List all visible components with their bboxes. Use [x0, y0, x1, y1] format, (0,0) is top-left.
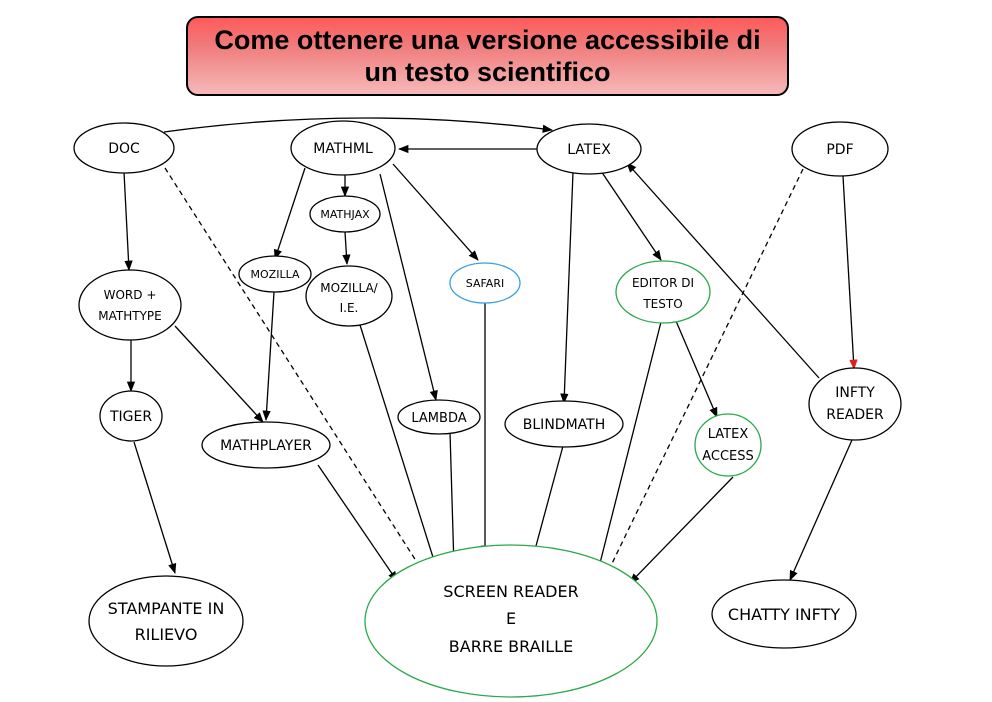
edge-mathml-mozilla: [273, 167, 306, 260]
node-mozilla-ie-line2: I.E.: [340, 301, 359, 315]
edge-blindmath-screenreader: [531, 445, 564, 559]
edge-doc-latex: [163, 117, 554, 133]
edge-doc-screenreader-dashed: [164, 167, 428, 579]
node-mozilla-ie-line1: MOZILLA/: [320, 281, 378, 295]
node-blindmath: BLINDMATH: [504, 400, 624, 448]
edge-latex-blindmath: [560, 171, 574, 405]
node-chatty-infty: CHATTY INFTY: [711, 579, 857, 649]
node-mathml-label: MATHML: [313, 141, 373, 157]
node-infty-reader-line1: INFTY: [835, 385, 875, 401]
node-mathplayer: MATHPLAYER: [201, 421, 331, 469]
node-doc: DOC: [73, 122, 175, 174]
node-infty-reader-line2: READER: [826, 407, 884, 423]
node-latex-access-line1: LATEX: [708, 427, 749, 442]
edge-pdf-screenreader-dashed: [603, 168, 804, 581]
node-editor-line2: TESTO: [642, 297, 682, 311]
nodes: DOC MATHML LATEX PDF MATHJAX MOZILLA MOZ…: [73, 120, 902, 698]
edge-doc-word: [123, 171, 133, 272]
edge-mathml-safari: [392, 163, 479, 261]
edge-lambda-screenreader: [449, 431, 458, 569]
node-mozilla-ie: MOZILLA/ I.E.: [305, 265, 393, 327]
edge-inftyreader-latex: [626, 162, 820, 379]
node-blindmath-label: BLINDMATH: [523, 417, 605, 433]
edge-tiger-stampante: [133, 441, 177, 574]
edges: [123, 117, 858, 584]
node-infty-reader: INFTY READER: [808, 367, 902, 441]
node-chatty-infty-label: CHATTY INFTY: [728, 605, 840, 624]
node-screen-reader-line1: SCREEN READER: [443, 582, 578, 601]
node-lambda-label: LAMBDA: [411, 411, 466, 426]
node-safari: SAFARI: [449, 262, 521, 304]
node-tiger-label: TIGER: [109, 409, 152, 425]
node-stampante-line1: STAMPANTE IN: [108, 599, 225, 618]
node-editor: EDITOR DI TESTO: [615, 260, 711, 324]
node-doc-label: DOC: [108, 141, 140, 157]
node-mathplayer-label: MATHPLAYER: [220, 438, 312, 454]
node-safari-label: SAFARI: [466, 277, 504, 290]
edge-latexaccess-screenreader: [629, 476, 734, 584]
node-tiger: TIGER: [99, 390, 163, 442]
node-latex-access-line2: ACCESS: [702, 449, 754, 464]
node-mathjax: MATHJAX: [309, 195, 381, 233]
edge-inftyreader-chatty: [789, 439, 853, 581]
node-editor-line1: EDITOR DI: [632, 276, 694, 290]
node-mathml: MATHML: [290, 120, 396, 176]
edge-mathplayer-screenreader: [317, 464, 398, 582]
node-mathjax-label: MATHJAX: [320, 208, 370, 221]
node-screen-reader-line2: E: [506, 609, 516, 628]
node-screen-reader-line3: BARRE BRAILLE: [449, 637, 573, 656]
node-stampante: STAMPANTE IN RILIEVO: [88, 575, 244, 667]
node-word: WORD + MATHTYPE: [78, 269, 182, 341]
node-screen-reader: SCREEN READER E BARRE BRAILLE: [364, 544, 658, 698]
edge-editor-screenreader: [596, 321, 662, 573]
edge-mathml-lambda: [379, 173, 438, 402]
node-latex-label: LATEX: [567, 142, 611, 158]
diagram-title: Come ottenere una versione accessibile d…: [214, 25, 761, 87]
node-pdf: PDF: [791, 121, 889, 177]
edge-editor-latexaccess: [675, 320, 718, 418]
node-pdf-label: PDF: [826, 142, 853, 158]
node-word-line2: MATHTYPE: [98, 309, 161, 323]
node-lambda: LAMBDA: [397, 399, 481, 435]
edge-mozillaie-screenreader: [359, 324, 439, 571]
node-word-line1: WORD +: [104, 288, 157, 302]
node-mozilla: MOZILLA: [238, 255, 312, 293]
edge-latex-editor: [600, 170, 662, 261]
edge-word-mathplayer: [174, 325, 264, 423]
title-box: Come ottenere una versione accessibile d…: [186, 16, 789, 96]
node-latex-access: LATEX ACCESS: [694, 413, 762, 477]
node-stampante-line2: RILIEVO: [135, 625, 198, 644]
edge-mathjax-mozillaie: [342, 231, 351, 266]
node-mozilla-label: MOZILLA: [251, 268, 300, 281]
edge-mozilla-mathplayer: [262, 291, 275, 422]
edge-pdf-inftyreader: [842, 175, 858, 371]
node-latex: LATEX: [536, 123, 642, 175]
